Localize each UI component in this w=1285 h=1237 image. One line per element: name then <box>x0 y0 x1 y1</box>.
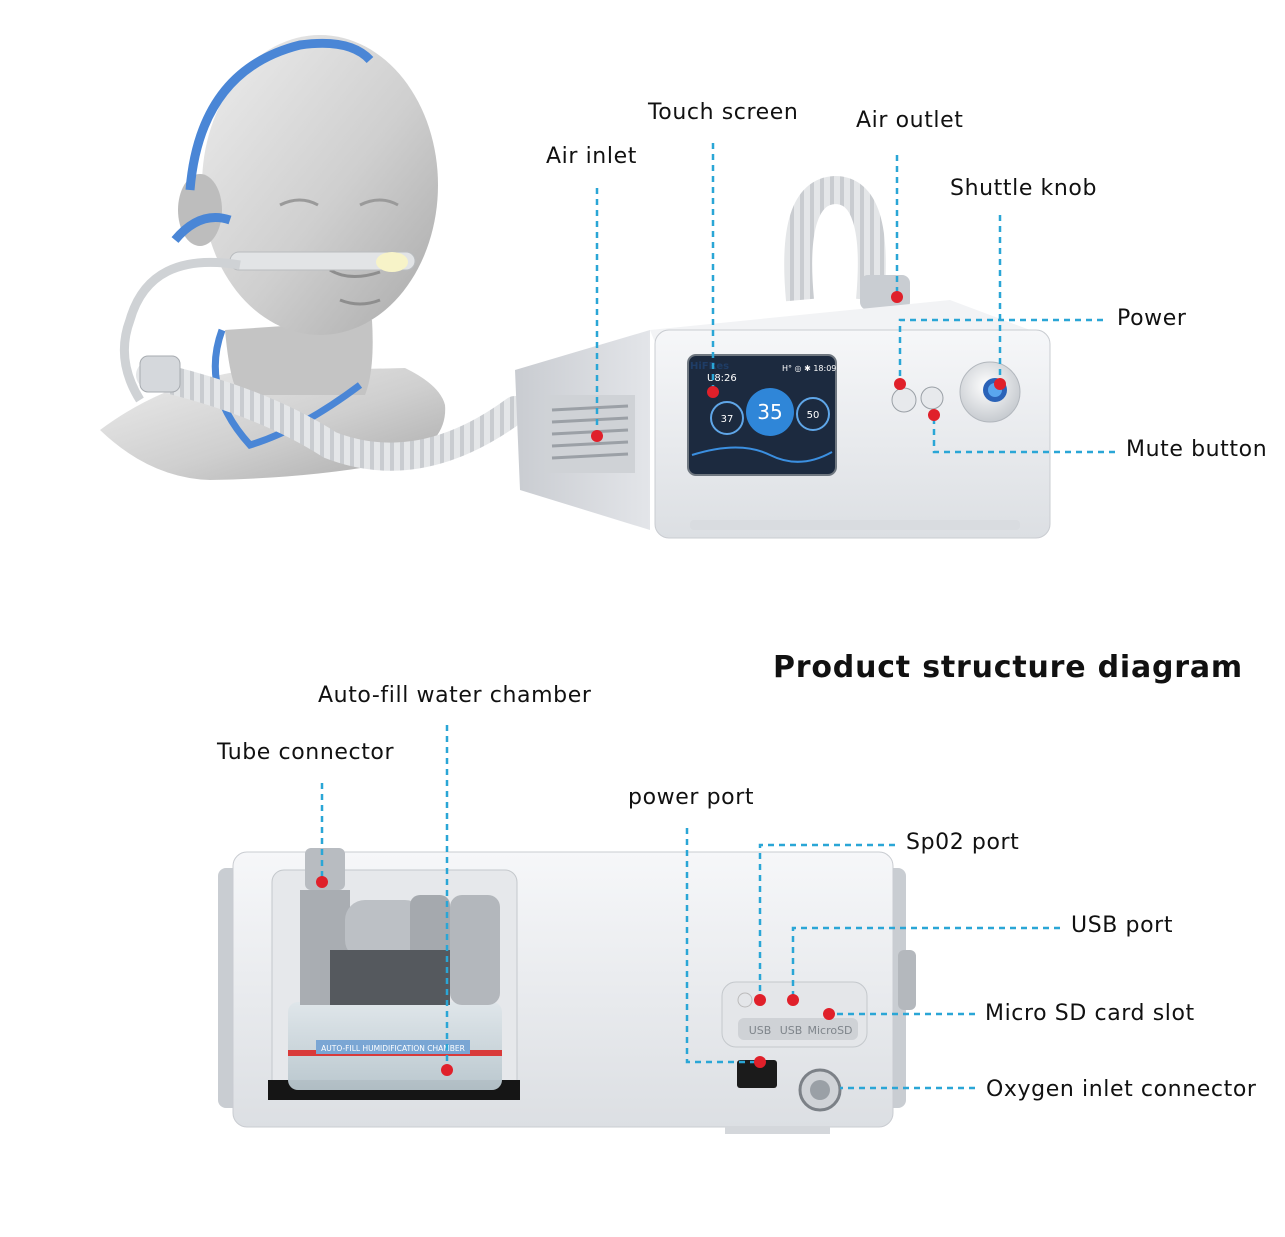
port-micro-sd-label: MicroSD <box>807 1024 852 1037</box>
mannequin-illustration <box>100 35 446 480</box>
label-power: Power <box>1117 306 1187 331</box>
label-shuttle-knob: Shuttle knob <box>950 176 1098 201</box>
label-air-inlet: Air inlet <box>546 144 637 169</box>
label-spo2-port: Sp02 port <box>906 830 1020 855</box>
label-touch-screen: Touch screen <box>648 100 799 125</box>
top-leader-lines <box>595 143 1115 454</box>
diagram-title: Product structure diagram <box>773 650 1243 685</box>
bottom-leader-lines <box>320 725 1060 1090</box>
screen-gauge-left-value: 37 <box>721 414 734 425</box>
label-micro-sd-card-slot: Micro SD card slot <box>985 1001 1195 1026</box>
port-usb-2-label: USB <box>780 1024 803 1037</box>
label-oxygen-inlet-connector: Oxygen inlet connector <box>986 1077 1257 1102</box>
bottom-markers <box>316 876 835 1076</box>
device-front-view <box>515 300 1051 539</box>
breathing-tube <box>136 175 910 471</box>
top-markers <box>591 291 1006 442</box>
chamber-label: AUTO-FILL HUMIDIFICATION CHAMBER <box>321 1044 465 1053</box>
screen-time-left: U8:26 <box>707 373 737 384</box>
port-usb-1-label: USB <box>749 1024 772 1037</box>
device-brand: HiFRes <box>690 361 729 372</box>
label-auto-fill-water-chamber: Auto-fill water chamber <box>318 683 592 708</box>
screen-gauge-right-value: 50 <box>807 410 820 421</box>
screen-gauge-center-value: 35 <box>757 400 782 424</box>
label-mute-button: Mute button <box>1126 437 1268 462</box>
label-tube-connector: Tube connector <box>217 740 395 765</box>
device-side-view: AUTO-FILL HUMIDIFICATION CHAMBER <box>218 848 916 1134</box>
label-usb-port: USB port <box>1071 913 1174 938</box>
screen-status-right: H° ◎ ✱ 18:09 <box>782 364 836 373</box>
label-air-outlet: Air outlet <box>856 108 964 133</box>
label-power-port: power port <box>628 785 755 810</box>
